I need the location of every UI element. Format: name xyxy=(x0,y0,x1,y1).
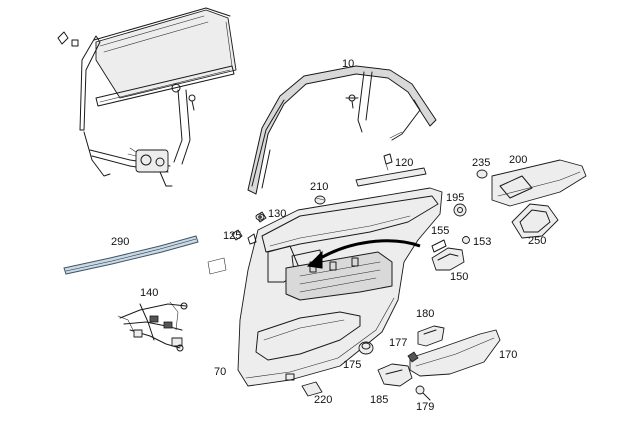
callout-235: 235 xyxy=(472,157,490,169)
screw-177 xyxy=(407,351,419,363)
callout-177: 177 xyxy=(389,337,407,349)
clip-235 xyxy=(476,169,488,179)
callout-210: 210 xyxy=(310,181,328,193)
assembly-direction-arrow xyxy=(306,239,421,269)
callout-155: 155 xyxy=(431,225,449,237)
bolt-179 xyxy=(415,385,431,401)
callout-150: 150 xyxy=(450,271,468,283)
callout-labels: 10 120 235 200 210 195 130 125 155 153 2… xyxy=(111,58,546,413)
callout-125: 125 xyxy=(223,230,241,242)
callout-220: 220 xyxy=(314,394,332,406)
callout-140: 140 xyxy=(140,287,158,299)
window-switch-panel xyxy=(417,325,445,347)
callout-185: 185 xyxy=(370,394,388,406)
window-regulator-assembly xyxy=(57,7,237,187)
callout-179: 179 xyxy=(416,401,434,413)
callout-180: 180 xyxy=(416,308,434,320)
callout-195: 195 xyxy=(446,192,464,204)
bottom-cover-220 xyxy=(301,381,323,397)
callout-130: 130 xyxy=(268,208,286,220)
round-cap xyxy=(358,341,374,355)
callout-70: 70 xyxy=(214,366,226,378)
callout-120: 120 xyxy=(395,157,413,169)
wiring-harness xyxy=(117,301,188,352)
callout-175: 175 xyxy=(343,359,361,371)
pull-handle-insert xyxy=(377,363,413,387)
callout-10: 10 xyxy=(342,58,354,70)
callout-250: 250 xyxy=(528,235,546,247)
door-seal-strip xyxy=(63,235,199,275)
inner-handle xyxy=(431,236,470,271)
armrest-cover xyxy=(409,329,501,377)
callout-153: 153 xyxy=(473,236,491,248)
speaker-ring xyxy=(511,203,559,239)
handle-bezel xyxy=(491,159,587,207)
window-frame-trim xyxy=(247,65,437,195)
callout-200: 200 xyxy=(509,154,527,166)
callout-290: 290 xyxy=(111,236,129,248)
callout-170: 170 xyxy=(499,349,517,361)
foam-pad xyxy=(207,257,227,275)
small-fasteners xyxy=(247,153,467,245)
